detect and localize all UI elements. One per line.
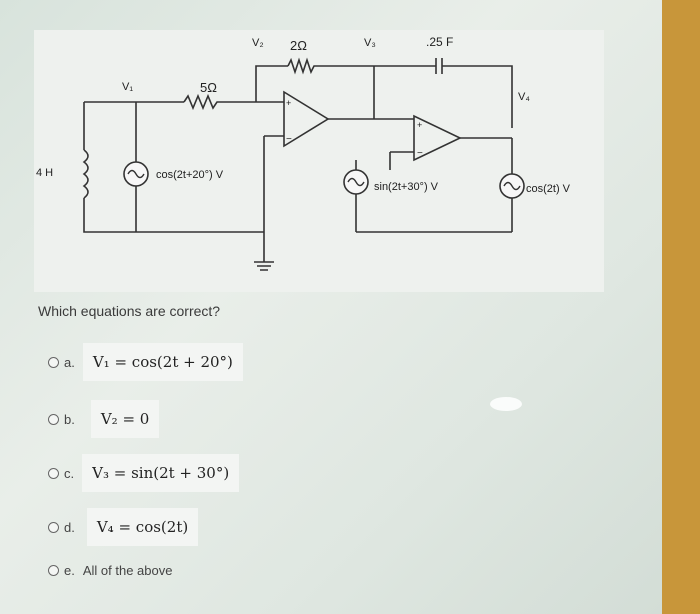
option-d-equation: V₄ = cos(2t) xyxy=(86,508,199,546)
option-c-letter: c. xyxy=(64,465,75,481)
opamp-2-plus: + xyxy=(417,120,422,130)
option-d-letter: d. xyxy=(64,519,75,535)
label-v4: V₄ xyxy=(518,91,530,103)
option-e-letter: e. xyxy=(64,563,75,578)
screen-glare xyxy=(490,397,522,411)
label-source-3: cos(2t) V xyxy=(526,183,571,195)
label-source-1: cos(2t+20°) V xyxy=(156,169,224,181)
option-e[interactable]: e. All of the above xyxy=(48,563,172,578)
resistor-2ohm xyxy=(287,57,374,75)
option-b-equation: V₂ = 0 xyxy=(90,400,160,438)
label-source-2: sin(2t+30°) V xyxy=(374,181,439,193)
label-r2: 2Ω xyxy=(290,38,307,53)
label-r1: 5Ω xyxy=(200,80,217,95)
radio-e[interactable] xyxy=(48,565,59,576)
radio-c[interactable] xyxy=(48,467,59,479)
option-c-equation: V₃ = sin(2t + 30°) xyxy=(82,454,240,492)
label-v2: V₂ xyxy=(252,37,264,49)
radio-d[interactable] xyxy=(48,521,59,533)
option-a[interactable]: a. V₁ = cos(2t + 20°) xyxy=(48,343,243,381)
radio-a[interactable] xyxy=(48,356,59,368)
option-b-letter: b. xyxy=(64,411,75,427)
circuit-diagram: V₁ V₂ V₃ V₄ 5Ω 2Ω .25 F 4 H cos(2t+20°) … xyxy=(34,30,604,292)
label-cap: .25 F xyxy=(426,35,453,49)
inductor xyxy=(82,149,89,199)
resistor-5ohm xyxy=(183,93,284,111)
opamp-1 xyxy=(283,90,330,148)
label-inductor: 4 H xyxy=(36,167,53,179)
monitor-bezel xyxy=(662,0,700,614)
question-text: Which equations are correct? xyxy=(38,303,221,319)
radio-b[interactable] xyxy=(48,413,59,425)
opamp-1-plus: + xyxy=(286,98,291,108)
opamp-2 xyxy=(413,114,462,162)
circuit-schematic: V₁ V₂ V₃ V₄ 5Ω 2Ω .25 F 4 H cos(2t+20°) … xyxy=(36,35,571,271)
option-d[interactable]: d. V₄ = cos(2t) xyxy=(48,508,199,546)
opamp-1-minus: − xyxy=(286,134,292,145)
label-v1: V₁ xyxy=(122,81,133,93)
option-b[interactable]: b. V₂ = 0 xyxy=(48,400,160,438)
opamp-2-minus: − xyxy=(417,148,423,159)
option-e-label: All of the above xyxy=(82,563,173,578)
capacitor xyxy=(435,58,443,74)
label-v3: V₃ xyxy=(364,37,376,49)
option-c[interactable]: c. V₃ = sin(2t + 30°) xyxy=(48,454,240,492)
option-a-letter: a. xyxy=(64,354,75,370)
option-a-equation: V₁ = cos(2t + 20°) xyxy=(82,343,243,381)
